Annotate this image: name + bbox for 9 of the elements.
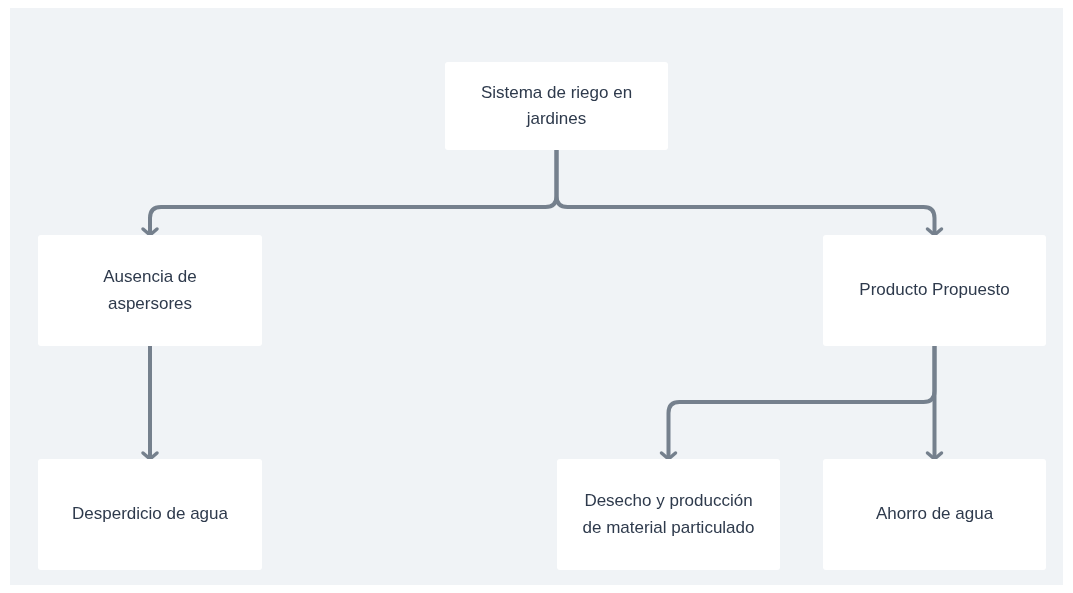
process-box: Desperdicio de agua (38, 459, 262, 570)
arrow (554, 150, 944, 237)
process-box: Producto Propuesto (823, 235, 1046, 346)
process-box: Sistema de riego en jardines (445, 62, 668, 150)
process-box: Desecho y producción de material particulado (557, 459, 780, 570)
arrow (141, 346, 159, 461)
process-box: Ausencia de aspersores (38, 235, 262, 346)
arrow (925, 346, 944, 461)
process-box: Ahorro de agua (823, 459, 1046, 570)
